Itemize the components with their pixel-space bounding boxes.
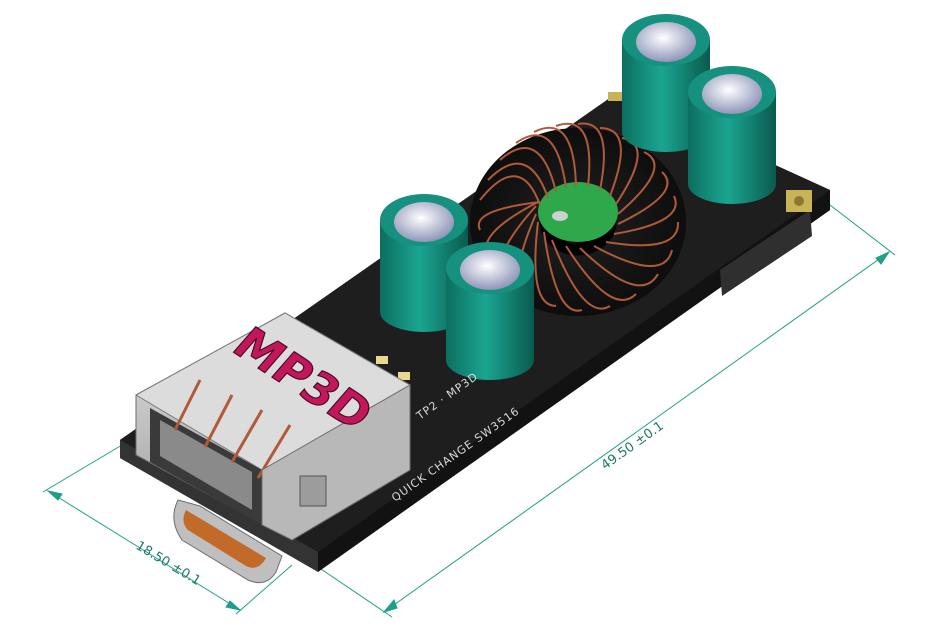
capacitor-front-right [446,242,534,380]
smd-part [398,372,410,380]
smd-part [376,356,388,364]
width-dimension [42,444,293,615]
usb-a-connector [134,312,412,541]
capacitor-back-right [688,66,776,204]
usb-c-connector [173,499,283,584]
length-dimension [317,204,896,618]
length-dimension-label: 49.50 ±0.1 [599,419,667,474]
